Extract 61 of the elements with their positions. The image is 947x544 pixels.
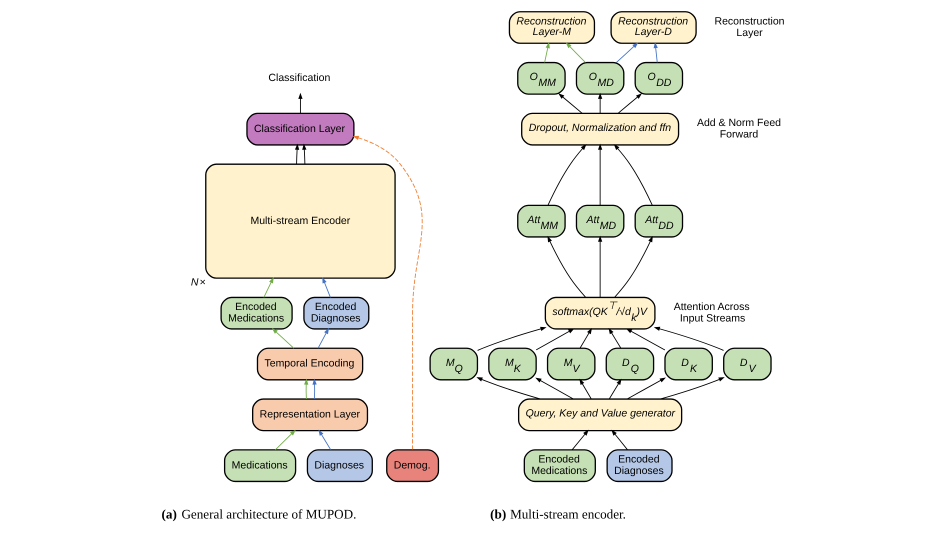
arrow <box>611 430 628 450</box>
arrow <box>548 144 587 206</box>
node-text: Classification <box>268 72 330 84</box>
arrow <box>352 136 423 450</box>
arrow <box>547 236 586 298</box>
arrow <box>614 144 653 206</box>
arrow <box>272 328 294 349</box>
node-box: Encoded Medications <box>524 449 596 482</box>
arrow <box>660 377 725 400</box>
node-box: Encoded Medications <box>220 296 293 330</box>
node-box: Medications <box>224 449 296 482</box>
arrow <box>598 92 602 114</box>
arrow <box>263 277 274 298</box>
arrow <box>566 42 586 63</box>
arrow <box>598 144 602 206</box>
arrow <box>654 42 658 63</box>
arrow <box>654 326 724 351</box>
arrow <box>608 328 622 349</box>
arrow <box>294 144 300 165</box>
arrow <box>536 328 574 350</box>
arrow <box>618 93 642 114</box>
node-box: Query, Key and Value generator <box>518 398 682 432</box>
arrow <box>614 236 653 298</box>
label: Attention Across Input Streams <box>674 301 750 325</box>
node-box: Reconstruction Layer-M <box>508 11 596 44</box>
arrow <box>477 326 547 351</box>
label: Add & Norm Feed Forward <box>696 117 782 141</box>
label: (b) Multi-stream encoder. <box>490 506 626 522</box>
node-box: Representation Layer <box>252 398 368 432</box>
node-box: Diagnoses <box>306 449 373 482</box>
arrow <box>572 430 589 450</box>
arrow <box>312 378 317 400</box>
arrow <box>322 277 331 298</box>
node-box: Demog. <box>386 449 440 482</box>
arrow <box>616 42 638 63</box>
node-box: Dropout, Normalization and ffn <box>521 112 680 146</box>
node-box: Encoded Diagnoses <box>606 449 673 482</box>
arrow <box>580 328 592 349</box>
arrow <box>304 378 308 400</box>
arrow <box>626 377 666 400</box>
node-label: N× <box>190 276 206 289</box>
arrow <box>318 429 332 450</box>
arrow <box>626 328 666 350</box>
arrow <box>598 236 602 298</box>
arrow <box>302 144 306 165</box>
node-box: Encoded Diagnoses <box>303 296 370 330</box>
node-box: Reconstruction Layer-D <box>610 11 697 44</box>
arrow <box>544 42 550 63</box>
label: Reconstruction Layer <box>714 16 785 39</box>
node-box: Multi-stream Encoder <box>205 164 396 279</box>
arrow <box>579 378 592 400</box>
arrow <box>608 378 622 400</box>
label: (a) General architecture of MUPOD. <box>162 506 356 522</box>
node-box: Classification Layer <box>246 112 355 146</box>
arrow <box>298 92 303 114</box>
arrow <box>274 430 296 450</box>
arrow <box>318 328 329 349</box>
arrow <box>535 378 574 400</box>
arrow <box>558 93 583 114</box>
arrow <box>476 377 541 400</box>
node-box: Temporal Encoding <box>256 348 364 380</box>
